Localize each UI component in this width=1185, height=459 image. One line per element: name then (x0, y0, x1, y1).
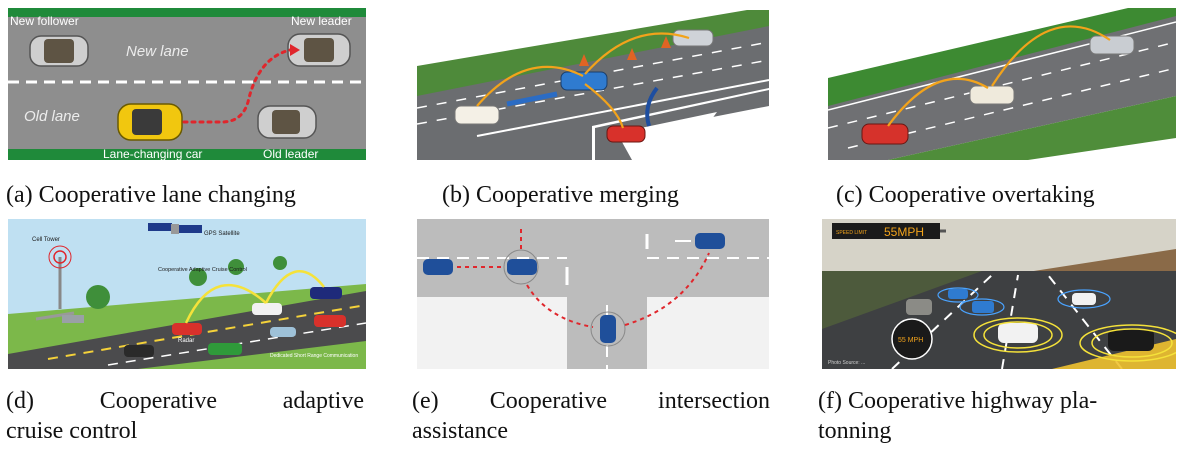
caption-d: (d) Cooperative adaptive cruise control (6, 386, 364, 446)
blue-car-icon (560, 71, 608, 91)
caption-e-line1: (e) Cooperative intersection (412, 386, 770, 416)
speed-sign-text: 55MPH (884, 225, 924, 239)
new-follower-car-icon (29, 35, 89, 67)
caption-d-line1: (d) Cooperative adaptive (6, 386, 364, 416)
old-leader-car-icon (257, 105, 317, 139)
cacc-diagram: Cell Tower GPS Satellite Cooperative Ada… (8, 219, 366, 369)
caption-e: (e) Cooperative intersection assistance (412, 386, 770, 446)
label-cacc: Cooperative Adaptive Cruise Control (158, 267, 247, 273)
lane-change-trajectory (182, 48, 292, 124)
sensor-rings (937, 287, 1111, 316)
white-car-icon (454, 105, 500, 125)
v2v-arc (184, 284, 267, 324)
figure-panel-a: New follower New leader New lane Old lan… (8, 8, 366, 160)
caption-e-word: Cooperative (489, 388, 607, 414)
orange-cone-icon (579, 36, 671, 66)
speed-sign (832, 223, 940, 239)
v2v-arc (991, 25, 1111, 87)
figure-panel-b (417, 8, 769, 160)
lane-changing-car-icon (117, 103, 183, 141)
label-cell-tower: Cell Tower (32, 237, 60, 243)
v2v-arc (264, 270, 325, 304)
caption-c: (c) Cooperative overtaking (836, 182, 1095, 208)
white-car-icon (969, 85, 1015, 105)
speed-bubble (891, 318, 933, 360)
v2v-arc (887, 77, 989, 127)
caption-f-line1: (f) Cooperative highway pla- (818, 388, 1098, 414)
red-car-icon (861, 123, 909, 145)
caption-f: (f) Cooperative highway pla- tonning (818, 386, 1178, 446)
figure-panel-c (828, 8, 1176, 160)
caption-e-word: (e) (412, 388, 439, 414)
caption-d-word: Cooperative (99, 388, 217, 414)
label-new-lane: New lane (126, 43, 189, 60)
label-dsrc: Dedicated Short Range Communication (270, 353, 358, 359)
label-old-leader: Old leader (263, 147, 318, 160)
label-gps-satellite: GPS Satellite (204, 231, 240, 237)
v2v-arrow (624, 252, 710, 326)
merging-diagram (417, 8, 769, 160)
cell-tower-icon (48, 245, 72, 309)
caption-b: (b) Cooperative merging (442, 182, 679, 208)
figure-panel-f: SPEED LIMIT 55MPH 55 MPH Photo Source: .… (822, 219, 1176, 369)
car-icon (124, 287, 346, 357)
merge-path-arrow (645, 86, 659, 127)
label-new-leader: New leader (291, 14, 352, 28)
label-new-follower: New follower (10, 14, 79, 28)
platoon-car-icon (906, 289, 1154, 351)
caption-e-word: intersection (658, 388, 770, 414)
new-leader-car-icon (287, 33, 351, 67)
caption-d-word: adaptive (282, 388, 364, 414)
caption-f-line2: tonning (818, 418, 892, 444)
silver-car-icon (1089, 35, 1135, 55)
caption-d-word: (d) (6, 388, 34, 414)
caption-a: (a) Cooperative lane changing (6, 182, 296, 208)
intersection-diagram (417, 219, 769, 369)
label-old-lane: Old lane (24, 108, 80, 125)
tree-icon (86, 256, 287, 309)
blue-car-icon (423, 233, 725, 343)
red-car-icon (606, 125, 646, 143)
v2v-arc (584, 32, 690, 75)
figure-panel-e (417, 219, 769, 369)
satellite-icon (148, 223, 202, 234)
figure-panel-d: Cell Tower GPS Satellite Cooperative Ada… (8, 219, 366, 369)
photo-credit: Photo Source: ... (828, 360, 865, 366)
caption-d-line2: cruise control (6, 418, 138, 444)
label-radar: Radar (178, 338, 194, 344)
speed-bubble-text: 55 MPH (898, 337, 923, 344)
platooning-diagram: SPEED LIMIT 55MPH 55 MPH Photo Source: .… (822, 219, 1176, 369)
label-lane-changing-car: Lane-changing car (103, 147, 202, 160)
v2v-arc (476, 65, 584, 107)
silver-car-icon (672, 29, 714, 47)
sensor-rings (973, 317, 1176, 362)
lane-change-diagram: New follower New leader New lane Old lan… (8, 8, 366, 160)
overtaking-diagram (828, 8, 1176, 160)
speed-sign-prefix: SPEED LIMIT (836, 230, 867, 236)
caption-e-line2: assistance (412, 418, 508, 444)
v2v-arc (584, 83, 625, 129)
